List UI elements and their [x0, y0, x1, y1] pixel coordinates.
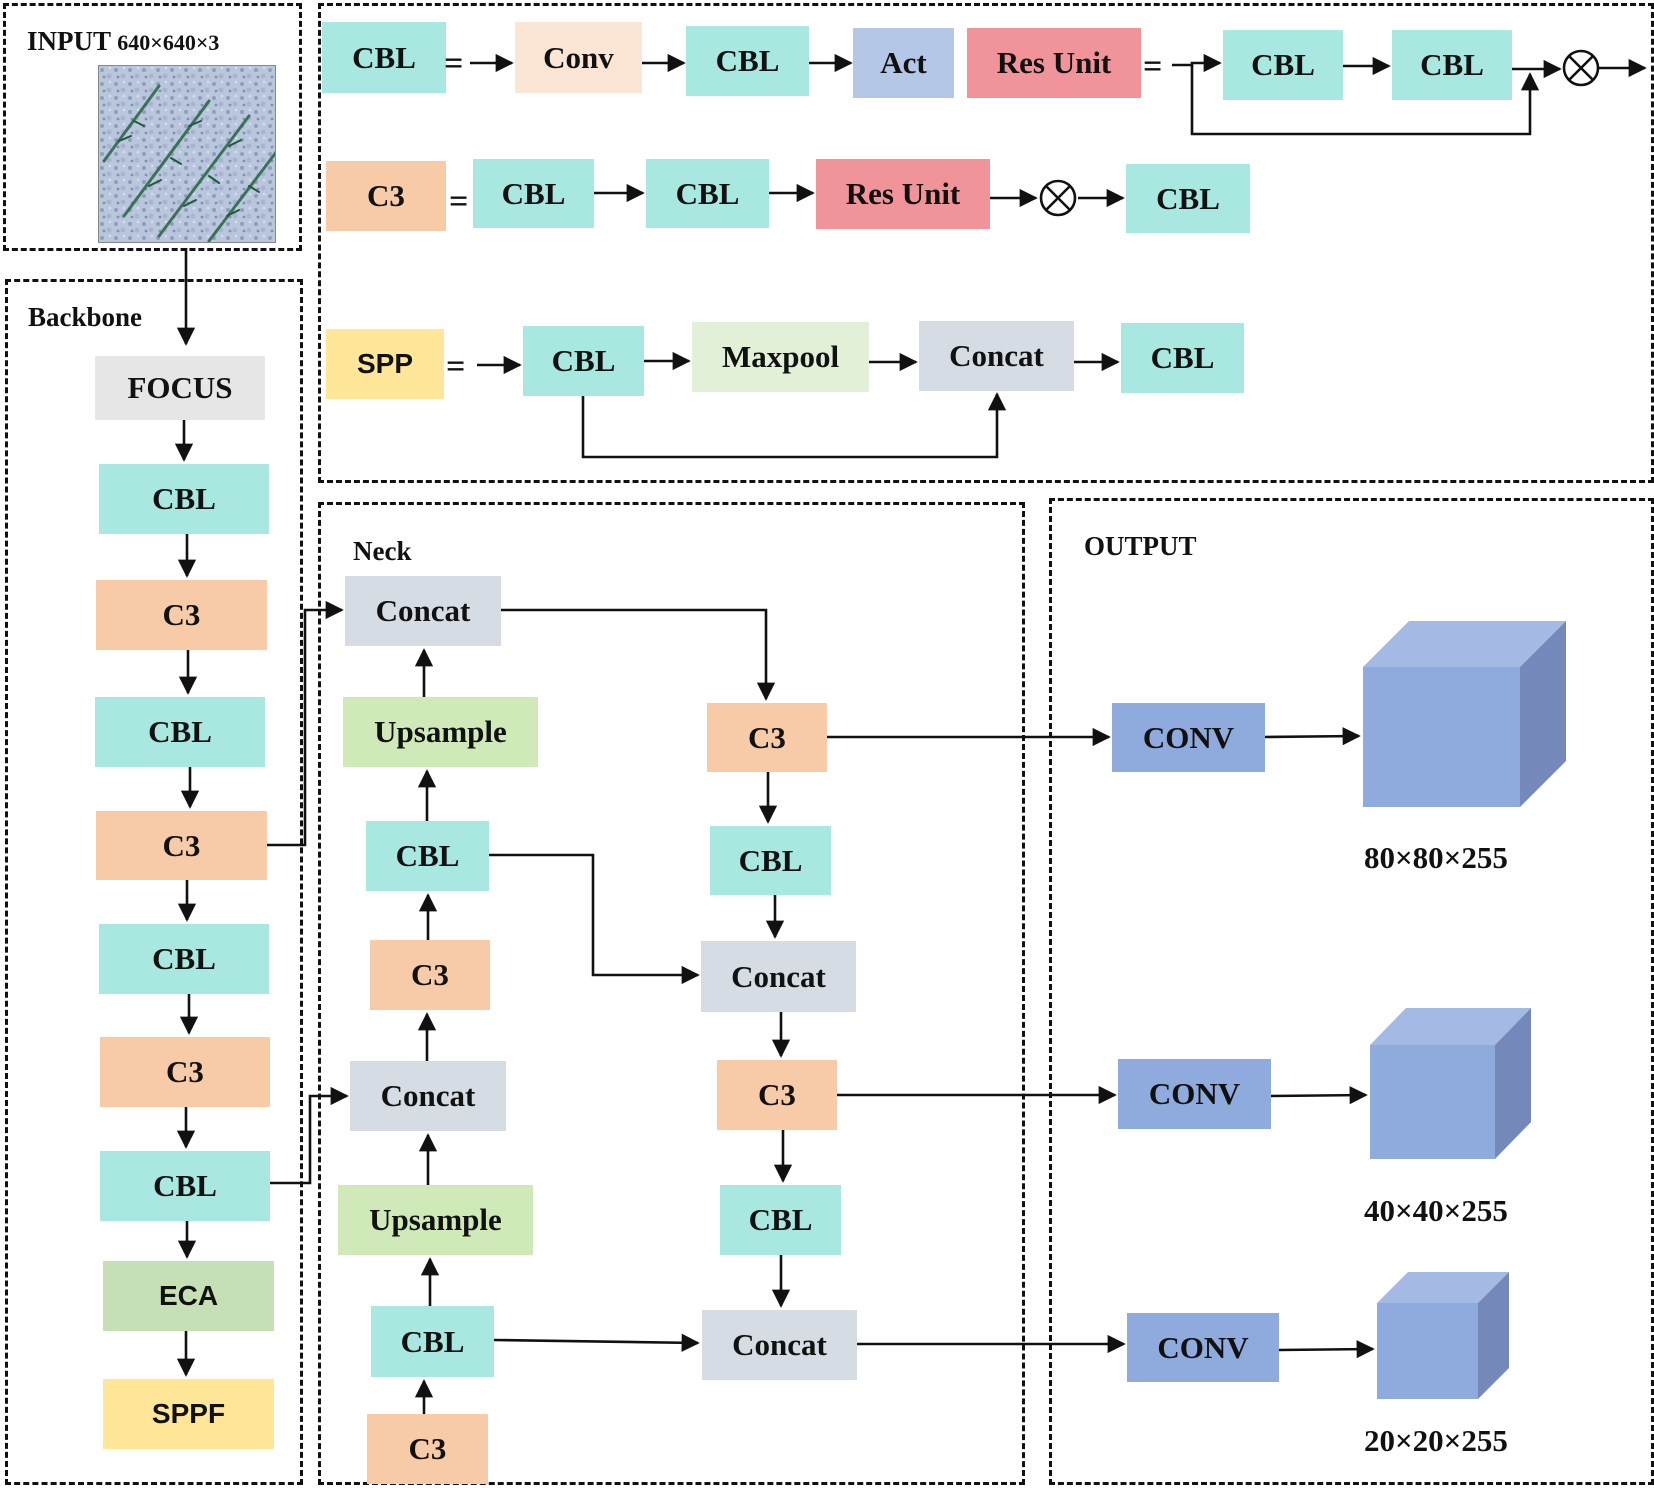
- legend-row3-cbl-2: CBL: [1121, 323, 1244, 393]
- legend-row2-cbl-2: CBL: [646, 159, 769, 228]
- input-image: [98, 65, 276, 243]
- legend-row2-cbl-3: CBL: [1126, 164, 1250, 233]
- input-size: 640×640×3: [117, 30, 220, 55]
- output-cube-3: [1377, 1272, 1509, 1399]
- legend-act: Act: [853, 28, 954, 98]
- legend-spp: SPP: [326, 329, 444, 399]
- arrow-conv-to-cube-1: [1264, 727, 1361, 746]
- neck-panel: [318, 502, 1025, 1485]
- backbone-cbl-1: CBL: [99, 464, 269, 534]
- arrow-r1-4: [1172, 53, 1222, 73]
- multiply-icon: [1562, 49, 1600, 87]
- backbone-sppf: SPPF: [103, 1379, 274, 1449]
- neck-c3-right-2: C3: [717, 1060, 837, 1130]
- backbone-cbl-3: CBL: [99, 924, 269, 994]
- legend-row2-cbl: CBL: [473, 159, 594, 228]
- legend-conv: Conv: [515, 22, 642, 93]
- multiply-icon-2: [1039, 179, 1077, 217]
- output-label: OUTPUT: [1084, 531, 1197, 561]
- legend-concat: Concat: [919, 321, 1074, 391]
- neck-concat-right-2: Concat: [702, 1310, 857, 1380]
- arrow-bb-c3-to-concat: [267, 600, 344, 847]
- equals-sign-1: =: [444, 45, 464, 82]
- output-panel: [1049, 498, 1654, 1485]
- neck-cbl-upper: CBL: [366, 821, 489, 891]
- neck-concat-top: Concat: [345, 576, 501, 646]
- legend-res-unit: Res Unit: [967, 28, 1141, 98]
- arrow-cbl-upper-to-concat: [489, 853, 700, 985]
- legend-row2-res-unit: Res Unit: [816, 159, 990, 229]
- backbone-panel: [5, 279, 303, 1485]
- legend-row3-cbl: CBL: [523, 326, 644, 396]
- arrow-conv-to-cube-2: [1270, 1086, 1368, 1105]
- neck-label: Neck: [353, 536, 412, 566]
- backbone-c3-3: C3: [100, 1037, 270, 1107]
- neck-c3-upper: C3: [370, 940, 490, 1010]
- backbone-eca: ECA: [103, 1261, 274, 1331]
- output-dim-2: 40×40×255: [1364, 1193, 1508, 1228]
- output-dim-3: 20×20×255: [1364, 1423, 1508, 1458]
- output-cube-1: [1363, 621, 1566, 807]
- legend-cbl-2: CBL: [686, 26, 809, 96]
- equals-sign-2: =: [1143, 48, 1163, 85]
- output-dim-1: 80×80×255: [1364, 840, 1508, 875]
- equals-sign-3: =: [449, 183, 469, 220]
- neck-upsample-top: Upsample: [343, 697, 538, 767]
- backbone-label: Backbone: [28, 302, 143, 332]
- backbone-c3-1: C3: [96, 580, 267, 650]
- output-cube-2: [1370, 1008, 1531, 1159]
- seedling-field-image: [99, 66, 275, 242]
- neck-c3-lower: C3: [367, 1414, 488, 1484]
- arrow-conv-to-cube-3: [1278, 1340, 1375, 1359]
- backbone-c3-2: C3: [96, 811, 267, 880]
- backbone-focus: FOCUS: [95, 356, 265, 420]
- residual-skip-r1: [1190, 65, 1540, 136]
- legend-panel: [318, 3, 1654, 483]
- output-conv-3: CONV: [1127, 1313, 1279, 1382]
- backbone-cbl-4: CBL: [100, 1151, 270, 1221]
- legend-c3: C3: [326, 161, 446, 231]
- spp-skip: [581, 392, 1007, 459]
- backbone-cbl-2: CBL: [95, 697, 265, 767]
- legend-cbl-4: CBL: [1392, 30, 1512, 100]
- neck-concat-right-1: Concat: [701, 941, 856, 1012]
- equals-sign-4: =: [446, 348, 466, 385]
- legend-cbl-3: CBL: [1223, 30, 1343, 100]
- output-conv-2: CONV: [1118, 1059, 1271, 1129]
- neck-cbl-right-2: CBL: [720, 1185, 841, 1255]
- arrow-bb-cbl-to-concat: [270, 1086, 349, 1185]
- neck-upsample-bottom: Upsample: [338, 1185, 533, 1255]
- neck-concat-mid: Concat: [350, 1061, 506, 1131]
- neck-cbl-lower: CBL: [371, 1306, 494, 1377]
- arrow-cbl-lower-to-concat: [493, 1333, 700, 1352]
- arrow-concat-top-to-c3: [501, 608, 776, 701]
- legend-cbl: CBL: [322, 22, 446, 93]
- input-label: INPUT 640×640×3: [27, 26, 220, 56]
- neck-cbl-right-1: CBL: [710, 826, 831, 895]
- input-panel: [3, 3, 302, 251]
- neck-c3-right-1: C3: [707, 703, 827, 772]
- output-conv-1: CONV: [1112, 703, 1265, 772]
- legend-maxpool: Maxpool: [692, 322, 869, 392]
